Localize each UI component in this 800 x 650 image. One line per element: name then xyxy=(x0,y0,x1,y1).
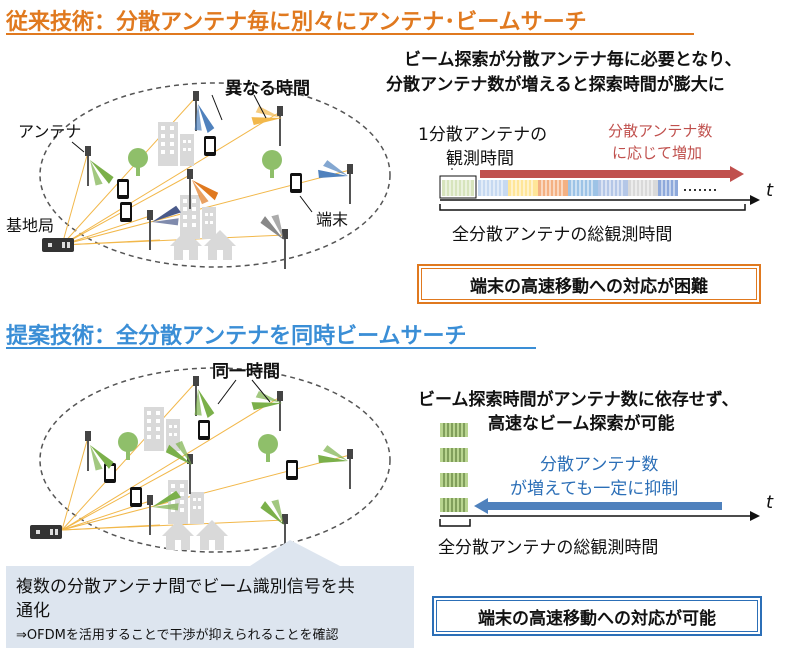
top-label-antenna: アンテナ xyxy=(18,122,82,141)
bottom-antenna-icon-3 xyxy=(276,390,284,432)
top-phone-icon-4 xyxy=(120,202,132,222)
bottom-phone-icon-4 xyxy=(130,487,142,507)
top-base-station-icon xyxy=(42,238,74,252)
top-antenna-icon-1 xyxy=(84,145,92,187)
callout-box: 複数の分散アンテナ間でビーム識別信号を共 通化 ⇒OFDMを活用することで干渉が… xyxy=(6,566,414,648)
bottom-result-box: 端末の高速移動への対応が可能 xyxy=(432,596,762,636)
top-fiber-lines xyxy=(61,96,351,246)
top-diff-time-pointer xyxy=(211,94,223,121)
bottom-phone-icon-1 xyxy=(198,420,210,440)
top-result-text: 端末の高速移動への対応が困難 xyxy=(470,276,708,297)
bottom-tree-icon-2 xyxy=(258,434,278,462)
bottom-arrow-line2: が増えても一定に抑制 xyxy=(510,479,679,499)
top-label-diff-time: 異なる時間 xyxy=(225,79,310,99)
bottom-tree-icon-1 xyxy=(118,432,138,460)
top-tree-icon-1 xyxy=(128,148,148,176)
top-antenna-icon-3 xyxy=(276,105,284,147)
top-timeline xyxy=(439,166,760,211)
top-arrow-line1: 分散アンテナ数 xyxy=(608,122,713,140)
bottom-total-time: 全分散アンテナの総観測時間 xyxy=(438,538,659,558)
top-title-underline xyxy=(6,33,694,35)
callout-line1: 複数の分散アンテナ間でビーム識別信号を共 xyxy=(16,577,355,597)
top-arrow-line2: に応じて増加 xyxy=(612,144,703,162)
callout-pointer xyxy=(250,540,340,566)
top-beam-icons xyxy=(90,104,348,240)
bottom-result-text: 端末の高速移動への対応が可能 xyxy=(478,608,716,629)
bottom-antenna-icon-1 xyxy=(84,430,92,472)
bottom-arrow-line1: 分散アンテナ数 xyxy=(540,455,659,475)
callout-line2: 通化 xyxy=(16,601,50,621)
top-antenna-icon-7 xyxy=(281,228,289,270)
bottom-title-underline xyxy=(6,347,536,349)
bottom-fiber-lines xyxy=(61,381,351,531)
bottom-base-station-icon xyxy=(30,525,62,539)
bottom-desc-line2: 高速なビーム探索が可能 xyxy=(488,414,675,434)
top-label-base-station: 基地局 xyxy=(6,216,55,235)
bottom-title: 提案技術：全分散アンテナを同時ビームサーチ xyxy=(6,324,467,349)
top-total-time: 全分散アンテナの総観測時間 xyxy=(452,225,673,245)
bottom-phone-icon-3 xyxy=(286,460,298,480)
top-result-box: 端末の高速移動への対応が困難 xyxy=(417,264,761,304)
bottom-coverage-ellipse xyxy=(39,367,391,553)
top-antenna-icon-6 xyxy=(146,209,154,251)
bottom-axis-t: t xyxy=(766,492,774,513)
bottom-house-icon-2 xyxy=(196,520,228,550)
callout-line3: ⇒OFDMを活用することで干渉が抑えられることを確認 xyxy=(16,628,339,643)
top-tree-icon-2 xyxy=(262,150,282,178)
top-coverage-ellipse xyxy=(39,82,391,268)
top-building-icon-1 xyxy=(158,122,194,166)
bottom-same-time-pointer xyxy=(217,379,237,405)
top-phone-icon-1 xyxy=(204,136,216,156)
top-label-terminal: 端末 xyxy=(316,210,349,229)
top-title: 従来技術：分散アンテナ毎に別々にアンテナ･ビームサーチ xyxy=(6,10,587,35)
top-observation-bars xyxy=(442,180,678,196)
top-obs-line1: 1分散アンテナの xyxy=(418,125,548,145)
top-desc-line1: ビーム探索が分散アンテナ毎に必要となり、 xyxy=(404,50,742,70)
bottom-label-same-time: 同一時間 xyxy=(212,362,280,382)
top-desc-line2: 分散アンテナ数が増えると探索時間が膨大に xyxy=(386,75,725,95)
bottom-building-icon-2 xyxy=(168,480,204,524)
bottom-building-icon-1 xyxy=(144,407,180,451)
bottom-timeline xyxy=(439,423,760,527)
bottom-desc-line1: ビーム探索時間がアンテナ数に依存せず、 xyxy=(418,390,739,410)
top-phone-icon-3 xyxy=(290,173,302,193)
top-antenna-icon-5 xyxy=(346,163,354,205)
bottom-antenna-icon-6 xyxy=(146,494,154,536)
top-axis-t: t xyxy=(766,180,774,201)
bottom-antenna-icon-5 xyxy=(346,448,354,490)
bottom-observation-bars xyxy=(440,423,468,512)
bottom-beam-icons xyxy=(90,389,348,525)
top-obs-line2: 観測時間 xyxy=(446,149,514,169)
top-phone-icon-2 xyxy=(117,179,129,199)
